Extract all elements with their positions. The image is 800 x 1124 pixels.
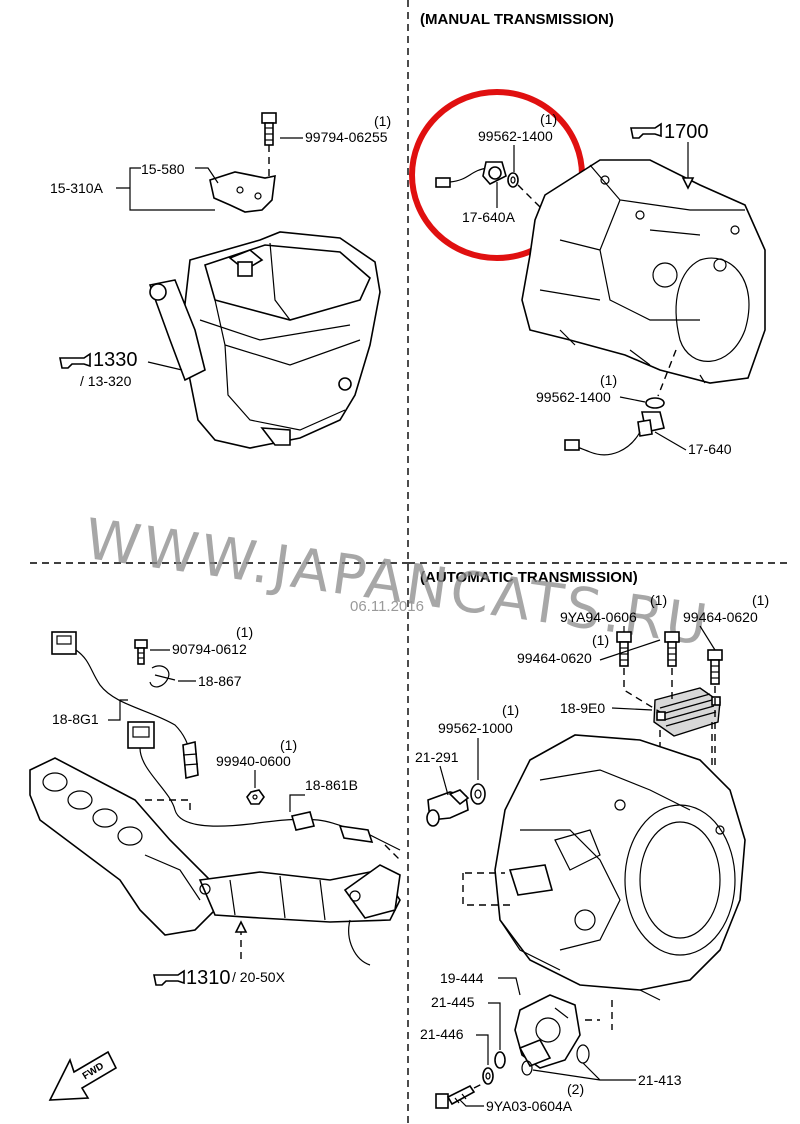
bracket-15-580 [209, 171, 276, 213]
reference-1700: 1700 [630, 121, 709, 190]
callout-18-8G1: 18-8G1 [52, 711, 99, 727]
reference-1330-label: 1330 [93, 349, 138, 371]
bolt-90794-0612 [134, 639, 148, 665]
manual-transmission-group: (1) 99562-1400 17-640A 1700 [409, 89, 766, 457]
reference-13-320-label: / 13-320 [80, 373, 132, 389]
callout-21-413: 21-413 [638, 1072, 682, 1088]
callout-21-445: 21-445 [431, 994, 475, 1010]
reference-1310-label: 1310 [186, 967, 231, 989]
bolt-9YA94-0606 [616, 631, 632, 667]
callout-18-861B: 18-861B [305, 777, 358, 793]
nut-99940-0600 [246, 789, 265, 805]
sensor-21-291 [426, 789, 470, 827]
reference-20-50X-label: / 20-50X [232, 969, 286, 985]
pointing-hand-icon [630, 122, 662, 139]
shift-sensor-19-444 [514, 994, 581, 1069]
callout-99562-1400-bottom: 99562-1400 [536, 389, 611, 405]
sensor-harness-18-861B [127, 721, 401, 851]
callout-9YA94-0606: 9YA94-0606 [560, 609, 637, 625]
callout-17-640A: 17-640A [462, 209, 516, 225]
callout-qty: (1) [236, 624, 253, 640]
callout-99940-0600: 99940-0600 [216, 753, 291, 769]
callout-15-310A: 15-310A [50, 180, 104, 196]
reference-1330: 1330 / 13-320 [59, 349, 183, 389]
automatic-transmission-group: (1) 9YA94-0606 (1) 99464-0620 (1) 99464-… [415, 592, 769, 1114]
connector-18-8G1 [51, 631, 199, 780]
callout-99464-0620-b: 99464-0620 [517, 650, 592, 666]
bolt-99464-0620-a [664, 631, 680, 667]
callout-18-867: 18-867 [198, 673, 242, 689]
callout-qty: (1) [374, 113, 391, 129]
automatic-transmission-header: (AUTOMATIC TRANSMISSION) [420, 569, 638, 586]
callout-qty: (1) [502, 702, 519, 718]
reference-1700-label: 1700 [664, 121, 709, 143]
pointing-hand-icon [153, 969, 185, 986]
washer-21-446 [482, 1067, 494, 1085]
callout-90794-0612: 90794-0612 [172, 641, 247, 657]
sensor-17-640 [564, 349, 677, 456]
callout-99464-0620-a: 99464-0620 [683, 609, 758, 625]
washer-99562-1000 [470, 783, 486, 805]
callout-99562-1000: 99562-1000 [438, 720, 513, 736]
air-cleaner-box [148, 231, 381, 449]
exhaust-group: 18-8G1 (1) 90794-0612 18-867 [29, 624, 401, 1101]
callout-21-446: 21-446 [420, 1026, 464, 1042]
callout-qty: (2) [567, 1081, 584, 1097]
bolt-9YA03-0604A [435, 1081, 487, 1109]
callout-99562-1400-top: 99562-1400 [478, 128, 553, 144]
manual-transmission-case [521, 159, 766, 384]
bolt-99464-0620-b [707, 649, 723, 685]
callout-21-291: 21-291 [415, 749, 459, 765]
callout-99794-06255: 99794-06255 [305, 129, 388, 145]
callout-18-9E0: 18-9E0 [560, 700, 605, 716]
sensor-17-640A [435, 161, 519, 188]
callout-15-580: 15-580 [141, 161, 185, 177]
callout-17-640: 17-640 [688, 441, 732, 457]
callout-19-444: 19-444 [440, 970, 484, 986]
watermark-date: 06.11.2016 [350, 598, 424, 615]
callout-qty: (1) [600, 372, 617, 388]
callout-qty: (1) [752, 592, 769, 608]
bracket-18-867 [149, 665, 176, 688]
callout-9YA03-0604A: 9YA03-0604A [486, 1098, 573, 1114]
callout-qty: (1) [592, 632, 609, 648]
automatic-transmission-case [462, 734, 746, 1030]
pointing-hand-icon [59, 352, 91, 369]
callout-qty: (1) [540, 111, 557, 127]
exhaust-manifold [29, 757, 401, 966]
air-cleaner-group: (1) 99794-06255 15-580 15-310A [50, 112, 391, 449]
washer-21-445 [494, 1051, 506, 1069]
reference-1310: 1310 / 20-50X [153, 920, 286, 989]
control-module-18-9E0 [623, 668, 721, 810]
callout-qty: (1) [280, 737, 297, 753]
manual-transmission-header: (MANUAL TRANSMISSION) [420, 11, 614, 28]
callout-qty: (1) [650, 592, 667, 608]
bolt-99794-06255 [261, 112, 277, 178]
fwd-arrow-icon: FWD [48, 1050, 118, 1101]
